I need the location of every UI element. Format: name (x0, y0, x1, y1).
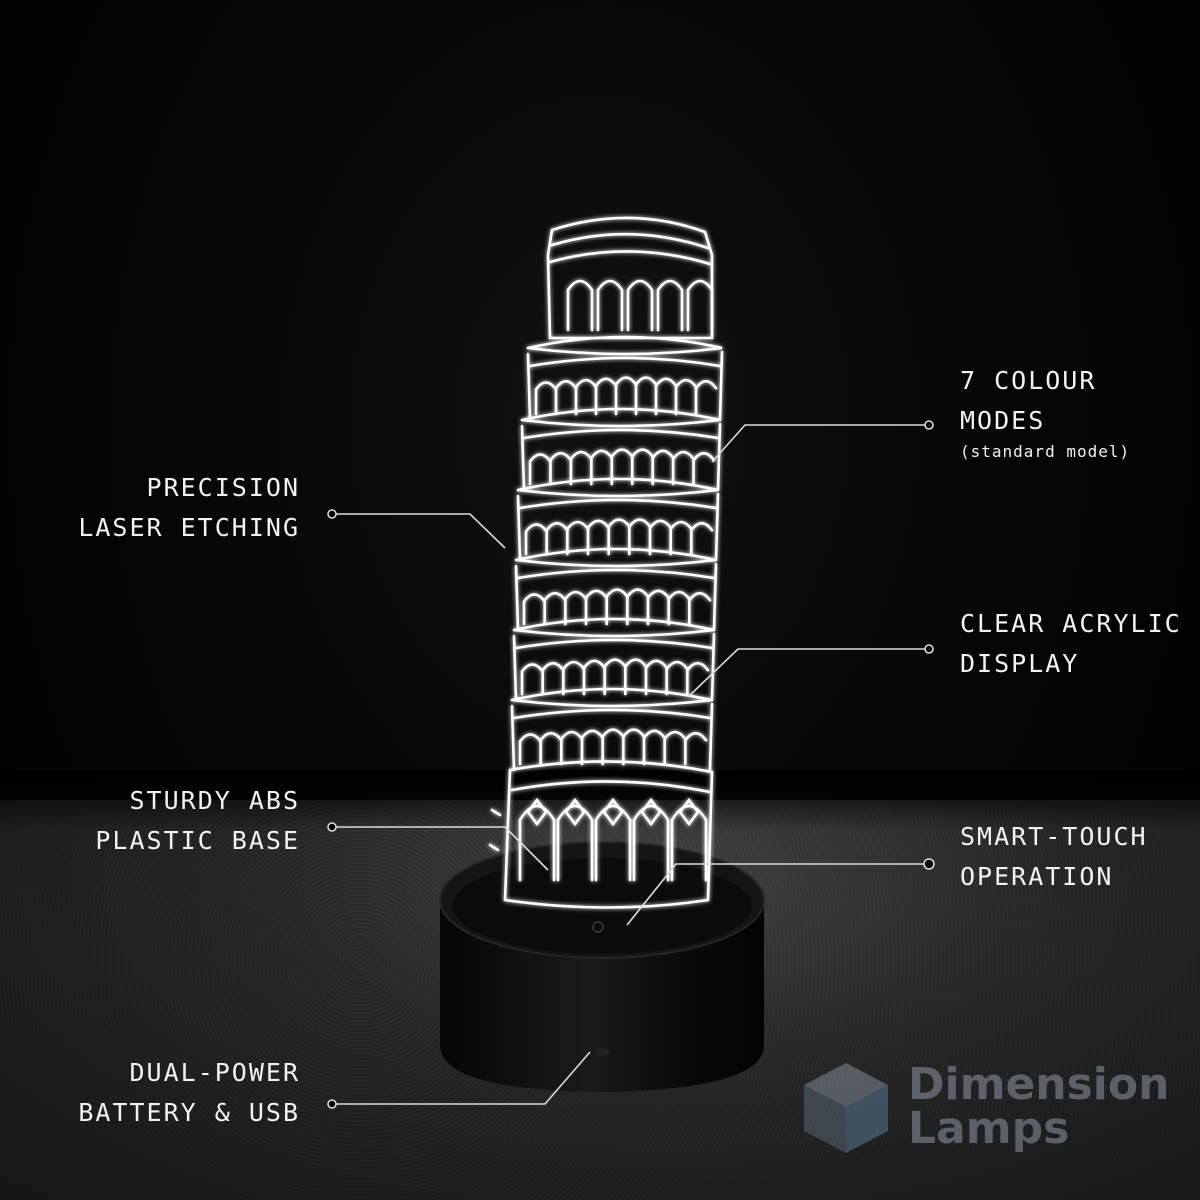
brand-line: Dimension (908, 1059, 1170, 1110)
callout-line: OPERATION (960, 862, 1114, 891)
callout-line: 7 COLOUR (960, 366, 1097, 395)
callout-line: DUAL-POWER (129, 1058, 300, 1087)
lamp-base (439, 841, 765, 1092)
tower-of-pisa-illustration (488, 216, 724, 909)
callout-line: DISPLAY (960, 649, 1080, 678)
usb-port (594, 1048, 610, 1056)
brand-line: Lamps (908, 1103, 1070, 1154)
brand-logo: Dimension Lamps (798, 1052, 1178, 1162)
callout-line: PLASTIC BASE (95, 826, 300, 855)
callout-note: (standard model) (960, 442, 1131, 461)
callout-line: STURDY ABS (129, 786, 300, 815)
floor-shadow (0, 770, 1200, 830)
callout-line: BATTERY & USB (78, 1098, 300, 1127)
touch-sensor-icon (592, 921, 604, 933)
callout-line: LASER ETCHING (78, 513, 300, 542)
callout-line: MODES (960, 406, 1046, 435)
callout-touch: SMART-TOUCH OPERATION (960, 817, 1148, 897)
callout-acrylic: CLEAR ACRYLIC DISPLAY (960, 604, 1182, 684)
brand-wordmark: Dimension Lamps (908, 1063, 1169, 1151)
callout-line: PRECISION (146, 473, 300, 502)
callout-line: CLEAR ACRYLIC (960, 609, 1182, 638)
callout-precision: PRECISION LASER ETCHING (78, 468, 300, 548)
callout-base: STURDY ABS PLASTIC BASE (95, 781, 300, 861)
callout-power: DUAL-POWER BATTERY & USB (78, 1053, 300, 1133)
callout-lines (327, 420, 935, 1109)
callout-colour-modes: 7 COLOUR MODES (standard model) (960, 361, 1130, 463)
callout-line: SMART-TOUCH (960, 822, 1148, 851)
dimension-lamps-cube-logo (804, 1063, 888, 1153)
